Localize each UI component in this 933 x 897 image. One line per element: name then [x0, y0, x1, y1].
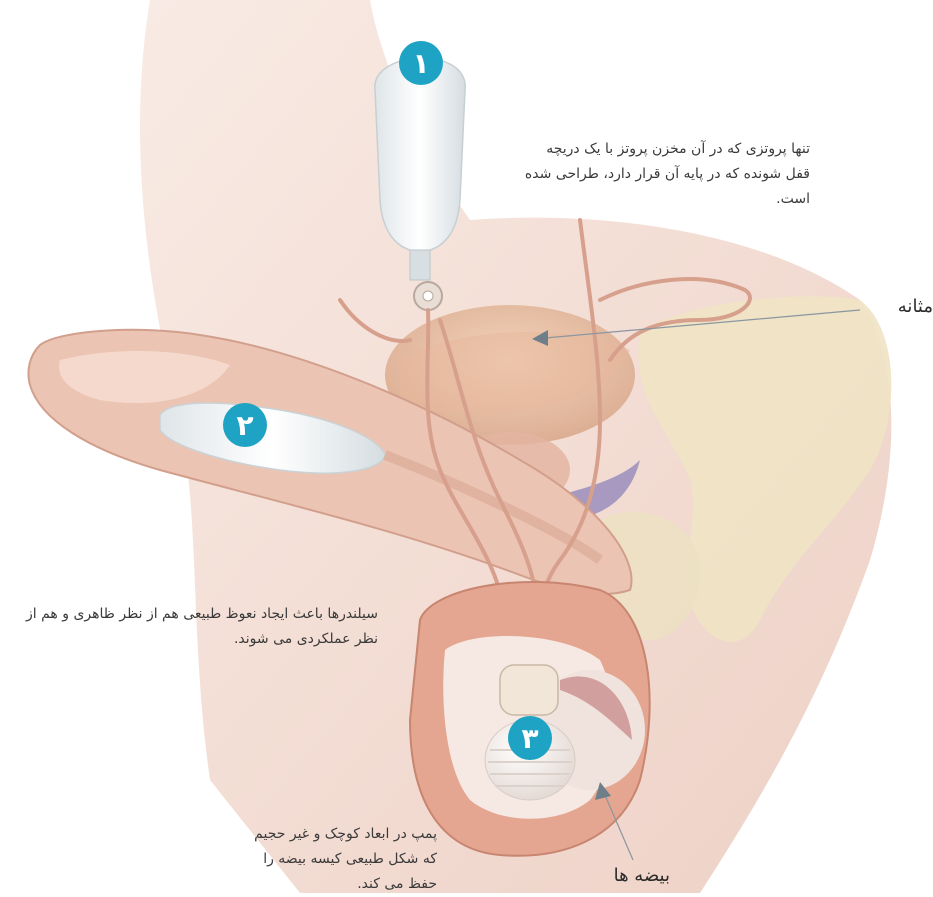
- cylinders-caption: سیلندرها باعث ایجاد نعوظ طبیعی هم از نظر…: [0, 602, 378, 652]
- bladder-label: مثانه: [868, 296, 933, 317]
- badge-3: ۳: [508, 716, 552, 760]
- badge-1-number: ۱: [412, 47, 429, 80]
- reservoir-caption: تنها پروتزی که در آن مخزن پروتز با یک در…: [520, 137, 810, 212]
- pump-caption: پمپ در ابعاد کوچک و غیر حجیم که شکل طبیع…: [245, 822, 437, 897]
- testicles-label: بیضه ها: [580, 865, 670, 886]
- badge-2: ۲: [223, 403, 267, 447]
- badge-2-number: ۲: [236, 409, 253, 442]
- badge-3-number: ۳: [521, 722, 538, 755]
- badge-1: ۱: [399, 41, 443, 85]
